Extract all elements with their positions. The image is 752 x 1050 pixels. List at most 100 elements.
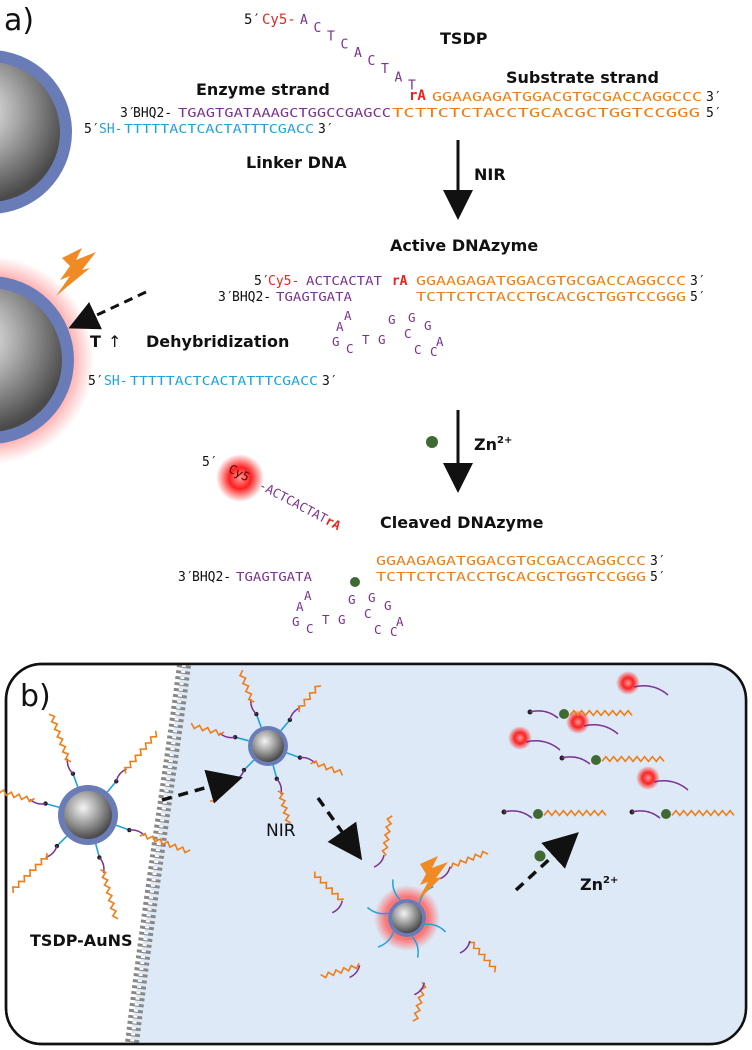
linker-strand (56, 835, 68, 847)
zn-symbol-b: Zn (580, 875, 603, 894)
tsdp-label: TSDP (440, 29, 488, 48)
loop-base: G (368, 590, 376, 605)
linker-strand (286, 752, 301, 759)
substrate-duplex (100, 868, 119, 920)
sh-label-mid: SH- (104, 374, 127, 389)
prime5-linker-top: 5′ (84, 122, 100, 137)
substrate-duplex (313, 871, 344, 901)
zinc-ion (591, 755, 601, 765)
enzyme-loop (373, 854, 385, 868)
zn-arrow-b (514, 832, 579, 892)
substrate-seq-active-bottom: TCTTCTCTACCTGCACGCTGGTCCGGG (416, 289, 686, 304)
cy5-arm-base: T (408, 79, 416, 94)
loop-base: G (338, 612, 346, 627)
substrate-duplex (569, 709, 633, 717)
linker-strand (280, 719, 291, 732)
lightning-icon-b (418, 856, 448, 900)
substrate-seq-cleaved-bottom: TCTTCTCTACCTGCACGCTGGTCCGGG (376, 569, 646, 584)
linker-seq-mid: TTTTTACTCACTATTTCGACC (130, 373, 318, 388)
substrate-duplex (0, 788, 35, 803)
zn-label-b: Zn2+ (580, 875, 618, 894)
loop-base: A (344, 308, 352, 323)
prime5-cleaved: 5′ (202, 455, 218, 470)
loop-base: C (306, 621, 314, 636)
cy5-label-top: Cy5- (262, 12, 296, 28)
zinc-ion (559, 709, 569, 719)
prime3-active-top: 3′ (690, 274, 706, 289)
loop-base: G (388, 312, 396, 327)
substrate-seq-bottom-top: TCTTCTCTACCTGCACGCTGGTCCGGG (392, 105, 700, 120)
linker-strand (377, 931, 395, 948)
cy5-arm-base: C (314, 21, 322, 36)
quencher-dot (297, 755, 303, 760)
cleaved-cy5-seq: -ACTCACTATrA (257, 477, 344, 533)
loop-base: T (362, 332, 370, 347)
substrate-duplex (381, 815, 393, 856)
cy5-arm-base: C (368, 54, 376, 69)
panel-a-label: a) (4, 3, 34, 38)
dehybridization-label: Dehybridization (146, 332, 289, 351)
linker-strand (424, 923, 447, 933)
substrate-duplex (468, 941, 497, 973)
loop-base: C (374, 622, 382, 637)
substrate-duplex (12, 852, 48, 893)
quencher-dot (287, 717, 293, 723)
substrate-strand-label: Substrate strand (506, 68, 659, 87)
lightning-icon (56, 248, 96, 296)
temp-up-arrow: ↑ (108, 332, 121, 351)
loop-base: C (346, 341, 354, 356)
bhq-seq-cleaved: TGAGTGATA (236, 569, 313, 584)
substrate-seq-top: GGAAGAGATGGACGTGCGACCAGGCCC (432, 89, 702, 104)
prime3-linker-top: 3′ (318, 122, 334, 137)
cy5-arm-base: A (300, 13, 308, 28)
loop-base: G (378, 332, 386, 347)
prime5-substrate-bottom-top: 5′ (706, 106, 722, 121)
cy5-fluorescence-dot (566, 710, 590, 734)
linker-strand (255, 713, 262, 728)
prime5-cy5-top: 5′ (244, 12, 261, 28)
bhq-seq-active: TGAGTGATA (276, 289, 353, 304)
prime5-cy5-active: 5′ (254, 274, 270, 289)
loop-base: G (424, 318, 432, 333)
substrate-duplex (123, 730, 158, 774)
zn-charge-b: 2+ (603, 875, 618, 886)
panel-b-border (4, 662, 748, 1046)
loop-base: C (414, 342, 422, 357)
prime5-linker-mid: 5′ (88, 374, 104, 389)
zinc-ion (661, 809, 671, 819)
loop-base: C (364, 606, 372, 621)
substrate-duplex (139, 832, 191, 854)
substrate-duplex (543, 809, 607, 817)
cleaved-cy5-fragment: -ACTCACTATrA (257, 477, 344, 533)
cy5-arm-base: A (354, 46, 362, 61)
substrate-duplex (320, 962, 360, 979)
linker-strand (106, 780, 117, 793)
linker-seq-top: TTTTTACTCACTATTTCGACC (124, 121, 314, 136)
substrate-duplex (238, 669, 255, 703)
linker-strand (94, 843, 101, 858)
substrate-duplex (601, 755, 665, 763)
cy5-arm-base: C (341, 38, 349, 53)
cleaved-cy5-strand (525, 740, 561, 751)
zinc-ion-b (534, 850, 546, 862)
loop-base: C (390, 624, 398, 639)
loop-base: A (436, 334, 444, 349)
enzyme-loop (503, 810, 533, 819)
prime3-linker-mid: 3′ (322, 374, 338, 389)
cy5-label-active: Cy5- (268, 274, 299, 289)
nir-label-a: NIR (474, 165, 506, 184)
loop-base: G (384, 598, 392, 613)
linker-strand (72, 773, 79, 788)
particle-core (252, 730, 284, 762)
enzyme-seq-top: TGAGTGATAAAGCTGGCCGAGCC (178, 105, 391, 120)
linker-dna-label: Linker DNA (246, 153, 347, 172)
loop-base: C (404, 326, 412, 341)
cell-panel (4, 662, 748, 1046)
cleaved-fragments (501, 671, 735, 819)
prime3-cleaved-top: 3′ (650, 554, 666, 569)
particle-core (391, 902, 423, 934)
nir-arrow-b (316, 796, 363, 861)
temp-label: T (90, 332, 101, 351)
loop-base: C (430, 344, 438, 359)
